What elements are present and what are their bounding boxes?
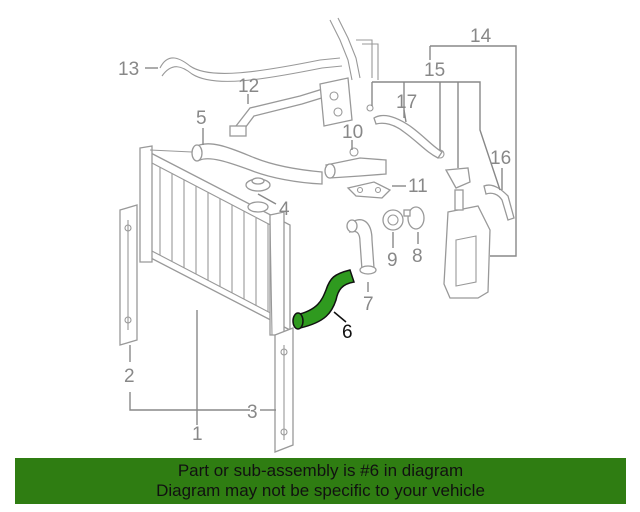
upper-radiator-hose-part — [191, 143, 323, 185]
callout-13: 13 — [118, 59, 139, 80]
callout-9: 9 — [387, 250, 398, 271]
lower-radiator-hose-part — [292, 269, 355, 330]
callout-8: 8 — [412, 246, 423, 267]
callout-10: 10 — [342, 122, 363, 143]
callout-11: 11 — [408, 176, 428, 197]
radiator-cap-part — [245, 177, 271, 213]
callout-2: 2 — [124, 366, 135, 387]
callout-17: 17 — [396, 92, 417, 113]
callout-12: 12 — [238, 76, 259, 97]
bypass-pipe-part — [229, 77, 353, 137]
callout-1: 1 — [192, 424, 203, 445]
heater-pipe-part — [159, 17, 379, 82]
callout-5: 5 — [196, 108, 207, 129]
callout-4: 4 — [279, 199, 290, 220]
callout-7: 7 — [363, 294, 374, 315]
right-side-bracket-part — [274, 327, 294, 453]
outlet-housing-part — [346, 181, 392, 199]
leader-lines — [129, 45, 517, 425]
overflow-hose-part — [483, 184, 515, 221]
callout-3: 3 — [247, 402, 258, 423]
callout-14: 14 — [470, 26, 492, 47]
gasket-part — [407, 206, 425, 230]
callout-15: 15 — [424, 60, 445, 81]
thermostat-part — [382, 209, 411, 231]
cooling-system-diagram: 1 2 3 4 5 6 7 8 9 10 11 12 13 14 15 16 1… — [118, 17, 517, 453]
info-banner: Part or sub-assembly is #6 in diagram Di… — [15, 458, 626, 504]
reservoir-hose-part — [373, 114, 443, 159]
radiator-part — [139, 145, 291, 336]
left-side-bracket-part — [119, 204, 138, 346]
coolant-reservoir-part — [443, 189, 491, 299]
water-outlet-part — [324, 147, 387, 179]
banner-line-1: Part or sub-assembly is #6 in diagram — [177, 461, 464, 480]
banner-line-2: Diagram may not be specific to your vehi… — [156, 481, 485, 500]
water-inlet-pipe-part — [346, 219, 377, 275]
callout-6: 6 — [342, 322, 353, 343]
callout-16: 16 — [490, 148, 511, 169]
